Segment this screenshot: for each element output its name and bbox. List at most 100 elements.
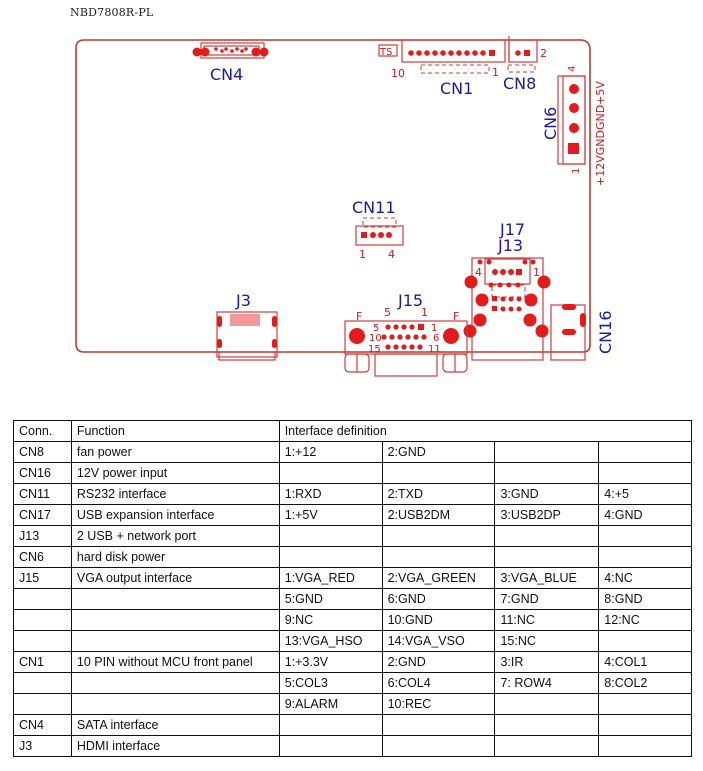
cell-pin	[381, 735, 496, 757]
cell-pin	[494, 525, 600, 547]
cn8-pin-2: 2	[540, 47, 547, 60]
cell-pin: 4:GND	[598, 504, 692, 526]
cell-pin: 9:ALARM	[278, 693, 383, 715]
cell-pin	[278, 735, 383, 757]
j15-top-5: 5	[384, 306, 391, 319]
cell-pin: 2:TXD	[381, 483, 496, 505]
cell-pin: 13:VGA_HSO	[278, 630, 383, 652]
cell-pin: 4:COL1	[598, 651, 692, 673]
cell-pin: 1:RXD	[278, 483, 383, 505]
j3-pins	[230, 314, 260, 326]
j15-row2-left: 10	[369, 333, 382, 344]
j13-pin-4: 4	[475, 266, 482, 279]
cell-function	[70, 609, 280, 631]
cell-pin: 3:VGA_BLUE	[494, 567, 600, 589]
connector-j3: J3	[216, 291, 278, 361]
cell-function: 12V power input	[70, 462, 280, 484]
cn6-signals: +12VGNDGND+5V	[594, 81, 607, 186]
cn4-label: CN4	[210, 65, 243, 84]
cell-pin: 8:GND	[598, 588, 692, 610]
cell-pin: 7: ROW4	[494, 672, 600, 694]
cn1-label: CN1	[440, 79, 473, 98]
cn11-pin-1: 1	[359, 248, 366, 261]
cell-conn	[13, 693, 72, 715]
cell-pin	[598, 630, 692, 652]
cell-pin: 1:+3.3V	[278, 651, 383, 673]
cell-pin: 5:COL3	[278, 672, 383, 694]
cell-conn: J15	[13, 567, 72, 589]
board-layout-diagram: CN4 TS 10 1 CN1 2 CN8 4 1 +12VGNDGND+5V	[75, 36, 615, 377]
cell-conn: CN16	[13, 462, 72, 484]
j13-pin-1: 1	[533, 266, 540, 279]
cell-function: RS232 interface	[70, 483, 280, 505]
cell-conn: CN6	[13, 546, 72, 568]
cell-pin: 10:GND	[381, 609, 496, 631]
cell-pin	[381, 525, 496, 547]
j15-row1-right: 1	[431, 323, 437, 334]
cell-pin: 10:REC	[381, 693, 496, 715]
cell-conn	[13, 630, 72, 652]
cn6-pin-1: 1	[571, 168, 582, 174]
cell-pin: 1:+5V	[278, 504, 383, 526]
cell-pin: 7:GND	[494, 588, 600, 610]
cell-pin: 14:VGA_VSO	[381, 630, 496, 652]
connector-cn6: 4 1 +12VGNDGND+5V CN6	[541, 66, 607, 186]
cell-pin	[494, 714, 600, 736]
cell-pin: 12:NC	[598, 609, 692, 631]
cell-pin	[278, 462, 383, 484]
cell-function: 2 USB + network port	[70, 525, 280, 547]
cell-pin: 4:+5	[598, 483, 692, 505]
cell-pin	[598, 693, 692, 715]
cell-pin: 2:USB2DM	[381, 504, 496, 526]
cell-pin: 4:NC	[598, 567, 692, 589]
header-function: Function	[70, 420, 280, 442]
cell-pin	[598, 525, 692, 547]
cell-pin	[598, 546, 692, 568]
cell-function	[70, 630, 280, 652]
cn1-pin-1: 1	[492, 66, 499, 79]
cell-function: VGA output interface	[70, 567, 280, 589]
cn11-pin-4: 4	[388, 248, 395, 261]
cell-conn: CN17	[13, 504, 72, 526]
cell-pin: 3:GND	[494, 483, 600, 505]
cell-conn: CN11	[13, 483, 72, 505]
cell-pin	[494, 441, 600, 463]
cell-conn	[13, 672, 72, 694]
cell-pin	[494, 693, 600, 715]
cn16-label: CN16	[596, 311, 615, 355]
connector-cn8: 2 CN8	[503, 36, 547, 93]
cell-pin	[381, 546, 496, 568]
cell-pin: 2:GND	[381, 441, 496, 463]
j15-label: J15	[397, 291, 423, 310]
cn11-label: CN11	[352, 198, 396, 217]
cell-pin	[598, 714, 692, 736]
cell-pin: 1:+12	[278, 441, 383, 463]
cell-pin: 9:NC	[278, 609, 383, 631]
board-outline	[75, 39, 591, 353]
cell-function	[70, 693, 280, 715]
cell-pin	[598, 462, 692, 484]
cell-pin: 8:COL2	[598, 672, 692, 694]
j15-row3-right: 11	[428, 344, 441, 355]
j17-label: J17	[499, 220, 525, 239]
cell-conn: CN8	[13, 441, 72, 463]
cell-pin: 3:USB2DP	[494, 504, 600, 526]
cell-conn: CN4	[13, 714, 72, 736]
j13-label: J13	[497, 236, 523, 255]
cell-pin	[381, 462, 496, 484]
cell-pin	[278, 525, 383, 547]
cell-pin	[494, 462, 600, 484]
cn1-pin-10: 10	[391, 67, 405, 80]
cn1-pads	[408, 50, 495, 56]
cn8-label: CN8	[503, 74, 536, 93]
cell-pin	[278, 714, 383, 736]
